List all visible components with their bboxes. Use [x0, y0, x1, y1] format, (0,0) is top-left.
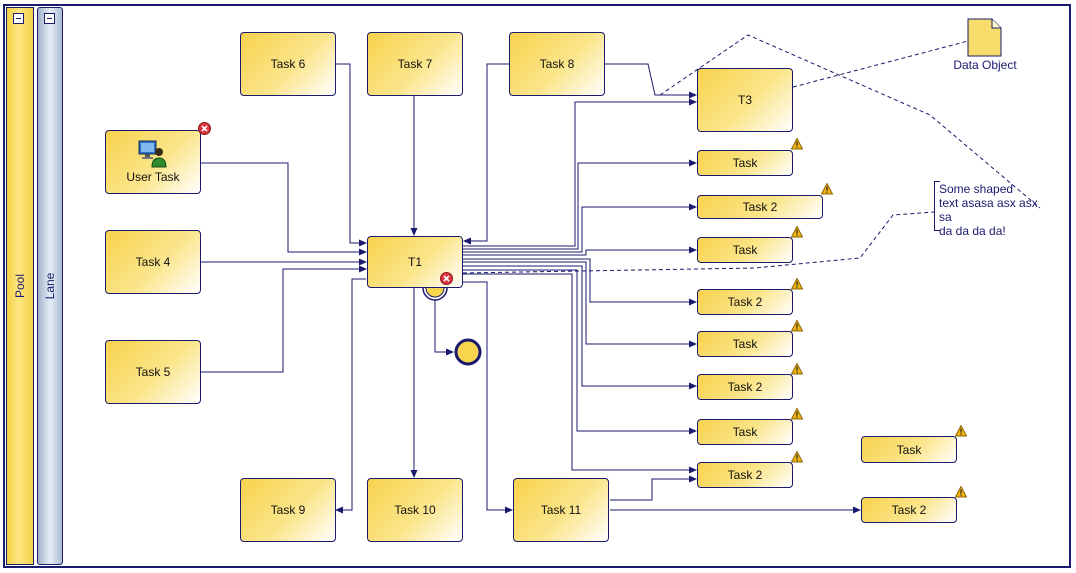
task-10[interactable]: Task 10 [367, 478, 463, 542]
task-right-1[interactable]: Task [697, 150, 793, 176]
task-right-3[interactable]: Task [697, 237, 793, 263]
end-event-circle [454, 338, 482, 366]
task-label: Task 2 [727, 468, 763, 482]
task-label: Task 2 [727, 380, 763, 394]
flow-task8-t3 [605, 63, 697, 99]
warning-icon[interactable] [791, 320, 803, 332]
task-label: Task [732, 243, 758, 257]
task-8[interactable]: Task 8 [509, 32, 605, 96]
warning-icon[interactable] [955, 425, 967, 437]
task-label: Task 10 [394, 503, 436, 517]
error-icon[interactable] [440, 272, 453, 285]
flow-t1-task2-d [463, 273, 697, 474]
annotation-line-2: text asasa asx asx sa [939, 196, 1038, 224]
task-far-1[interactable]: Task [861, 436, 957, 463]
task-label: Task [732, 337, 758, 351]
flow-t1-task2-b [463, 258, 697, 306]
task-11[interactable]: Task 11 [513, 478, 609, 542]
task-label: Task [732, 425, 758, 439]
task-far-2[interactable]: Task 2 [861, 497, 957, 523]
warning-icon[interactable] [791, 226, 803, 238]
task-label: Task 9 [270, 503, 306, 517]
task-right-5[interactable]: Task [697, 331, 793, 357]
flow-task6-t1 [336, 63, 367, 247]
warning-icon[interactable] [791, 363, 803, 375]
flow-task11-task2-d [610, 475, 697, 501]
task-t3[interactable]: T3 [697, 68, 793, 132]
flow-t1-task-d [463, 269, 697, 435]
pool-collapse-icon[interactable] [13, 13, 24, 24]
association-t3-dataobject [792, 39, 973, 88]
task-label: Task 8 [539, 57, 575, 71]
flow-usertask-t1 [201, 162, 367, 256]
data-object-icon [967, 18, 1002, 57]
task-5[interactable]: Task 5 [105, 340, 201, 404]
warning-icon[interactable] [791, 451, 803, 463]
task-label: Task 11 [540, 503, 582, 517]
task-label: T3 [737, 93, 752, 107]
warning-icon[interactable] [821, 183, 833, 195]
task-label: Task 2 [742, 200, 778, 214]
flow-t1-task2-c [463, 265, 697, 390]
task-6[interactable]: Task 6 [240, 32, 336, 96]
flow-t1-task11 [463, 281, 513, 514]
warning-icon[interactable] [955, 486, 967, 498]
flow-t1-t3 [463, 98, 697, 247]
association-t1-annotation [462, 211, 935, 274]
task-label: Task [896, 442, 922, 457]
flow-t1-task-c [463, 261, 697, 348]
flow-boundary-end [434, 300, 454, 356]
task-label: T1 [407, 255, 422, 269]
flow-t1-task-a [463, 159, 697, 250]
user-computer-icon [138, 140, 167, 168]
task-right-8[interactable]: Task 2 [697, 462, 793, 488]
lane-header[interactable]: Lane [37, 7, 63, 565]
task-label: Task [732, 156, 758, 170]
flow-t1-task9 [335, 278, 366, 514]
task-label: Task 7 [397, 57, 433, 71]
task-label: Task 2 [727, 295, 763, 309]
flow-t1-task2-a [463, 203, 697, 253]
user-task[interactable]: User Task [105, 130, 201, 194]
task-label: Task 5 [135, 365, 171, 379]
annotation-bracket [934, 181, 940, 231]
task-right-2[interactable]: Task 2 [697, 195, 823, 219]
task-7[interactable]: Task 7 [367, 32, 463, 96]
task-label: Task 4 [135, 255, 171, 269]
data-object-label: Data Object [953, 58, 1017, 72]
pool-header[interactable]: Pool [6, 7, 34, 565]
flow-task8-t1 [463, 63, 509, 245]
association-task8-annotation [659, 34, 1041, 209]
annotation-line-1: Some shaped [939, 182, 1014, 196]
task-label: Task 6 [270, 57, 306, 71]
warning-icon[interactable] [791, 138, 803, 150]
lane-collapse-icon[interactable] [44, 13, 55, 24]
warning-icon[interactable] [791, 408, 803, 420]
warning-icon[interactable] [791, 278, 803, 290]
task-label: Task 2 [891, 503, 927, 517]
error-icon[interactable] [198, 122, 211, 135]
flow-task5-t1 [201, 265, 367, 373]
flow-t1-task-b [463, 246, 697, 256]
task-9[interactable]: Task 9 [240, 478, 336, 542]
task-right-4[interactable]: Task 2 [697, 289, 793, 315]
task-4[interactable]: Task 4 [105, 230, 201, 294]
text-annotation[interactable]: Some shaped text asasa asx asx sa da da … [935, 182, 1047, 238]
task-right-6[interactable]: Task 2 [697, 374, 793, 400]
task-right-7[interactable]: Task [697, 419, 793, 445]
task-label: User Task [126, 170, 180, 184]
annotation-line-3: da da da da! [939, 224, 1006, 238]
